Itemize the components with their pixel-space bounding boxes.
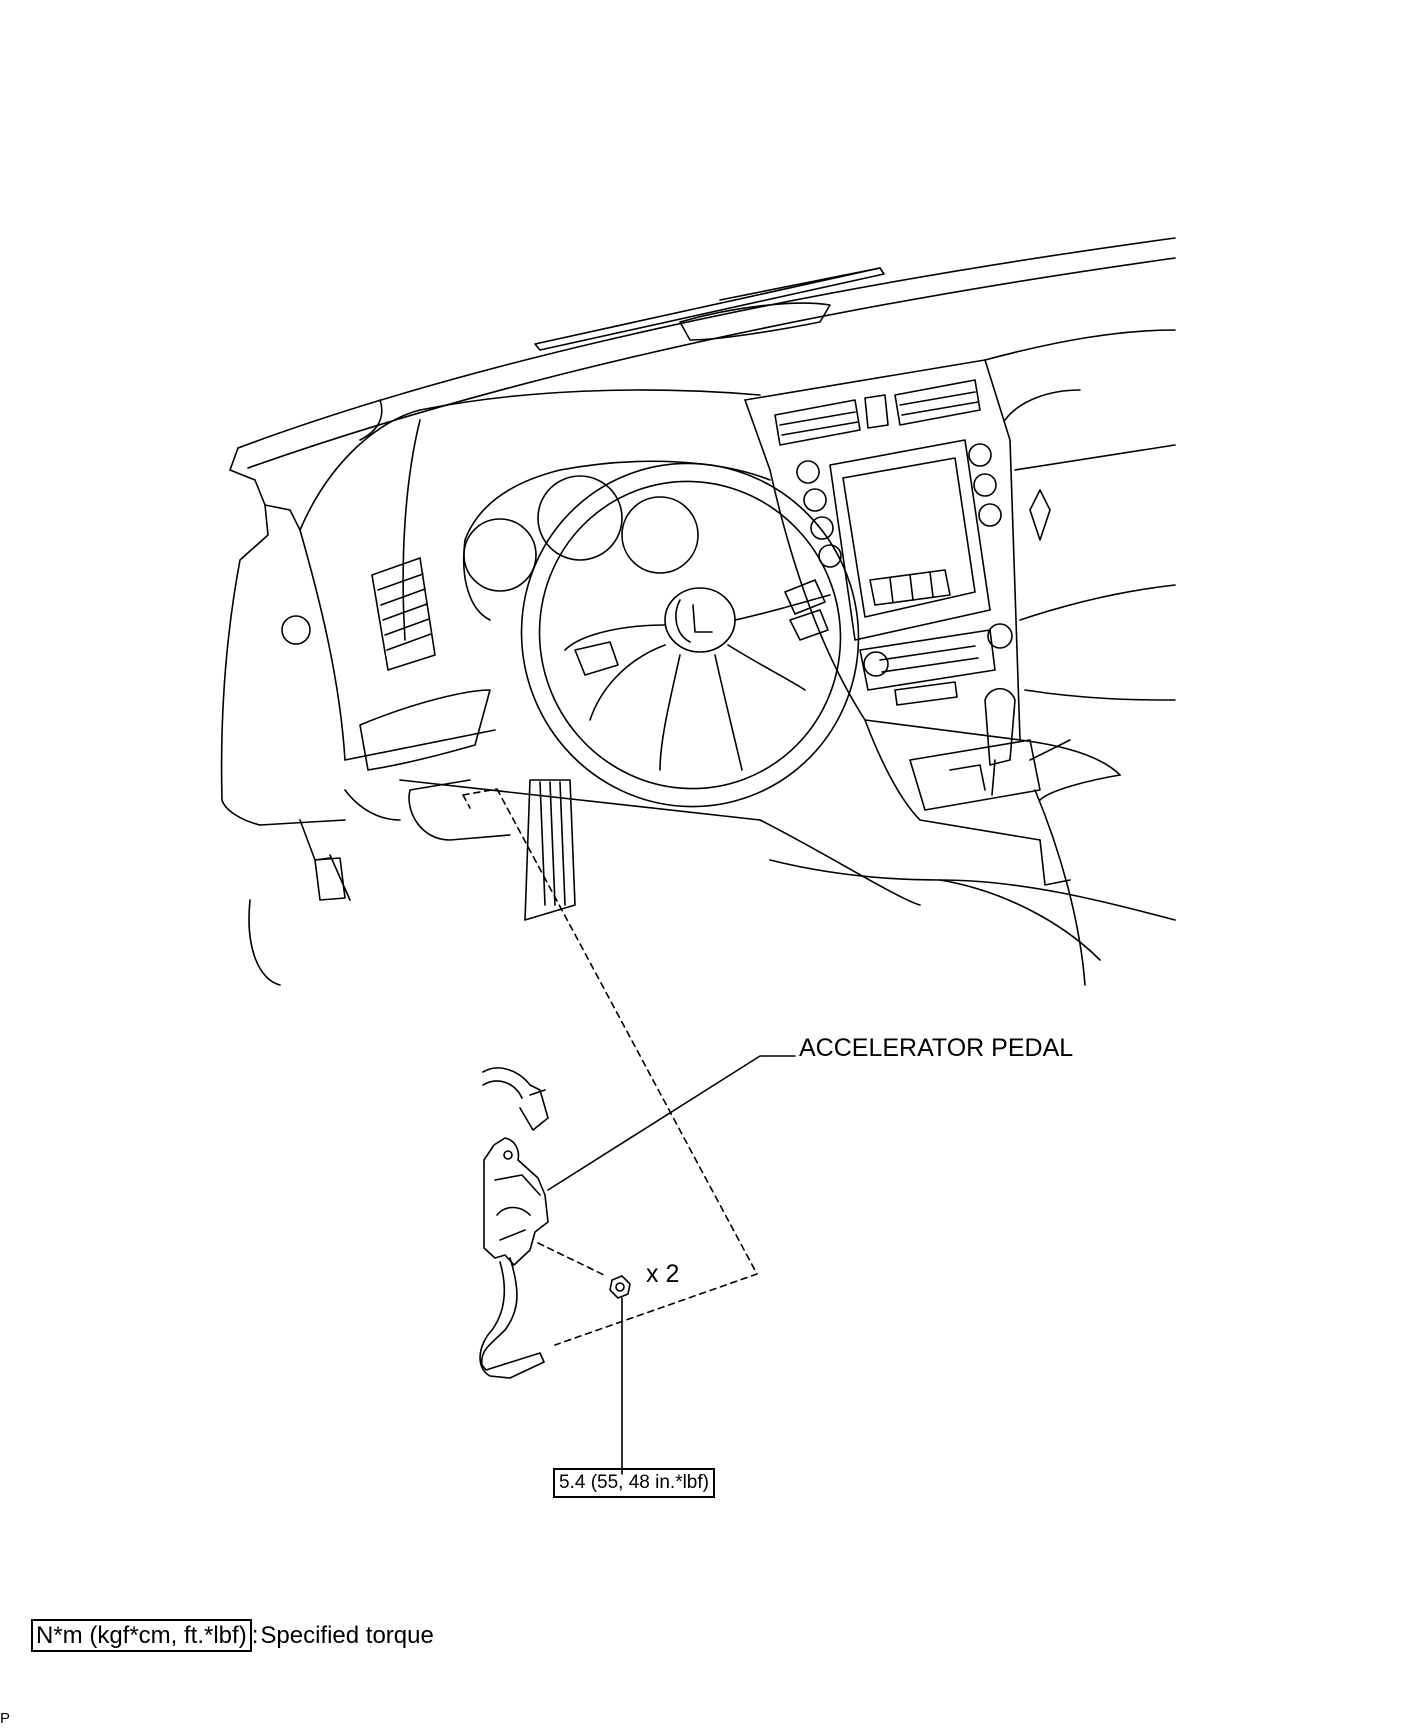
accelerator-pedal-assembly — [462, 788, 796, 1475]
quantity-label: x 2 — [646, 1260, 680, 1288]
pedal-housing — [483, 1137, 549, 1266]
legend-unit-box: N*m (kgf*cm, ft.*lbf) — [31, 1619, 252, 1652]
torque-value-box: 5.4 (55, 48 in.*lbf) — [553, 1468, 715, 1498]
part-leader-line — [547, 1055, 796, 1191]
legend-separator: : — [251, 1622, 259, 1649]
harness-connector — [482, 1067, 549, 1131]
nut — [609, 1275, 631, 1299]
dashed-locator-line — [462, 788, 758, 1346]
torque-legend: N*m (kgf*cm, ft.*lbf):Specified torque — [31, 1619, 434, 1652]
accelerator-pedal-label: ACCELERATOR PEDAL — [799, 1034, 1074, 1062]
dashboard-illustration — [220, 237, 1176, 986]
pedal-arm — [479, 1257, 545, 1379]
legend-description: Specified torque — [260, 1622, 434, 1649]
corner-code: P — [0, 1710, 11, 1727]
